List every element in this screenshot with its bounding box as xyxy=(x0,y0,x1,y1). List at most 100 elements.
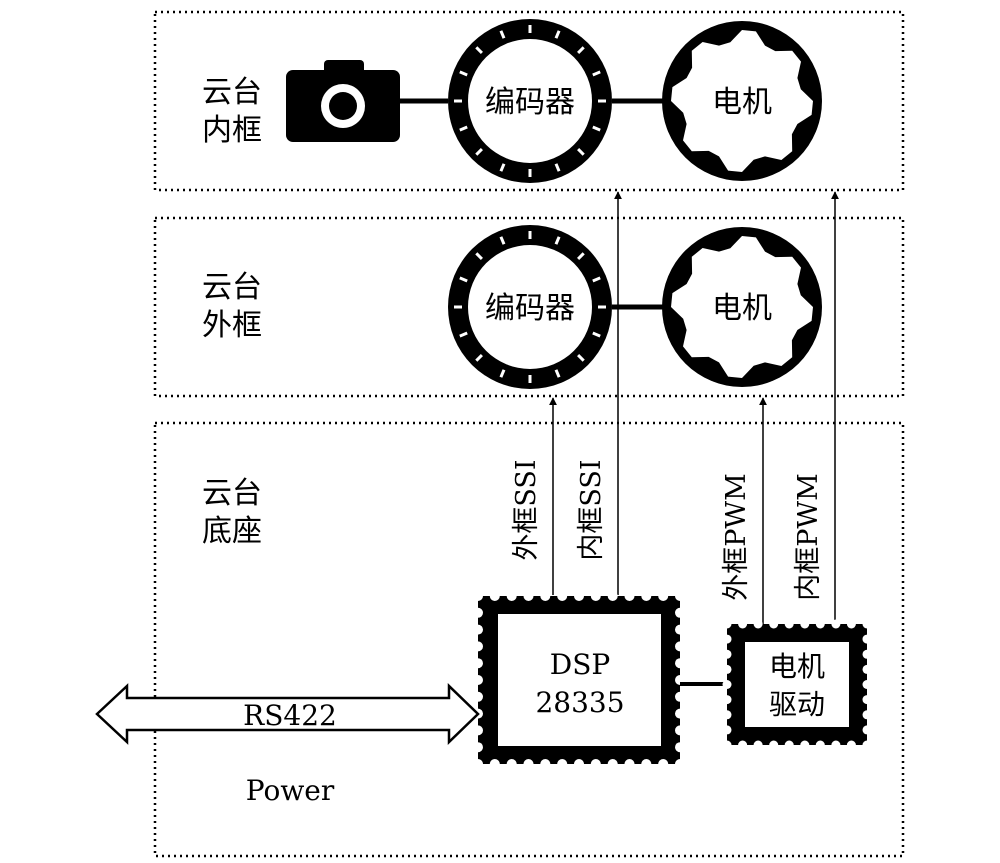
encoder-tick xyxy=(577,252,585,260)
chip-perforation xyxy=(540,759,551,769)
encoder-tick xyxy=(554,163,561,172)
outer-frame-label-line2: 外框 xyxy=(202,308,262,343)
inner-motor-label: 电机 xyxy=(712,85,772,120)
chip-perforation xyxy=(473,658,483,669)
chip-perforation xyxy=(862,695,872,705)
motor-driver-label-line2: 驱动 xyxy=(769,688,825,721)
chip-perforation xyxy=(473,759,483,769)
outer-ssi-label: 外框SSI xyxy=(511,459,542,560)
chip-perforation xyxy=(523,591,534,601)
inner-frame-label-line2: 内框 xyxy=(202,113,262,148)
camera-icon xyxy=(286,60,400,142)
chip-perforation xyxy=(574,759,584,769)
chip-perforation xyxy=(769,619,779,629)
chip-perforation xyxy=(473,641,483,652)
base-label-line1: 云台 xyxy=(202,476,262,511)
chip-perforation xyxy=(473,725,483,736)
encoder-tick xyxy=(554,369,561,378)
encoder-tick xyxy=(459,70,468,77)
chip-perforation xyxy=(523,759,534,769)
chip-perforation xyxy=(846,740,856,750)
chip-perforation xyxy=(473,591,483,601)
rs422-label: RS422 xyxy=(243,699,337,732)
chip-perforation xyxy=(473,607,483,618)
chip-perforation xyxy=(753,740,763,750)
encoder-tick xyxy=(499,369,506,378)
chip-perforation xyxy=(800,619,810,629)
chip-perforation xyxy=(675,691,685,702)
chip-perforation xyxy=(862,619,872,629)
chip-perforation xyxy=(769,740,779,750)
chip-perforation xyxy=(658,759,669,769)
chip-perforation xyxy=(862,725,872,735)
chip-perforation xyxy=(784,740,794,750)
chip-perforation xyxy=(590,591,601,601)
chip-perforation xyxy=(675,641,685,652)
chip-perforation xyxy=(722,710,732,720)
chip-perforation xyxy=(675,624,685,635)
encoder-tick xyxy=(499,30,506,39)
chip-perforation xyxy=(831,619,841,629)
chip-perforation xyxy=(815,740,825,750)
chip-perforation xyxy=(557,591,568,601)
dsp-chip xyxy=(473,591,685,769)
outer-motor-label: 电机 xyxy=(712,291,772,326)
motor-driver-chip xyxy=(722,619,872,750)
chip-perforation xyxy=(641,591,652,601)
encoder-tick xyxy=(475,148,483,156)
chip-perforation xyxy=(489,759,500,769)
outer-frame-box xyxy=(153,216,905,398)
encoder-tick xyxy=(459,331,468,338)
chip-perforation xyxy=(722,634,732,644)
encoder-tick xyxy=(499,163,506,172)
inner-frame-label-line1: 云台 xyxy=(202,75,262,110)
chip-perforation xyxy=(607,759,618,769)
chip-perforation xyxy=(540,591,551,601)
encoder-tick xyxy=(592,276,601,283)
chip-perforation xyxy=(675,607,685,618)
chip-perforation xyxy=(831,740,841,750)
outer-pwm-label: 外框PWM xyxy=(721,473,752,601)
chip-perforation xyxy=(800,740,810,750)
chip-perforation xyxy=(489,591,500,601)
chip-perforation xyxy=(675,658,685,669)
dsp-label-line1: DSP xyxy=(550,648,610,681)
motor-gear-icon xyxy=(662,21,822,181)
encoder-tick xyxy=(577,148,585,156)
outer-encoder-label: 编码器 xyxy=(485,291,575,326)
chip-perforation xyxy=(862,649,872,659)
chip-perforation xyxy=(506,591,517,601)
chip-perforation xyxy=(675,742,685,753)
encoder-tick xyxy=(459,125,468,132)
encoder-tick xyxy=(592,331,601,338)
chip-perforation xyxy=(675,759,685,769)
inner-pwm-label: 内框PWM xyxy=(793,473,824,601)
encoder-tick xyxy=(475,354,483,362)
chip-perforation xyxy=(557,759,568,769)
chip-perforation xyxy=(846,619,856,629)
chip-perforation xyxy=(722,680,732,689)
dsp-label-line2: 28335 xyxy=(535,686,624,719)
encoder-tick xyxy=(554,30,561,39)
base-label-line2: 底座 xyxy=(202,514,262,549)
encoder-tick xyxy=(475,46,483,54)
inner-ssi-label: 内框SSI xyxy=(576,459,607,560)
chip-perforation xyxy=(862,710,872,720)
encoder-tick xyxy=(554,236,561,245)
encoder-tick xyxy=(592,125,601,132)
chip-perforation xyxy=(607,591,618,601)
chip-perforation xyxy=(738,619,748,629)
chip-perforation xyxy=(862,664,872,674)
chip-perforation xyxy=(473,742,483,753)
base-box xyxy=(153,421,905,858)
chip-perforation xyxy=(722,619,732,629)
motor-driver-label-line1: 电机 xyxy=(769,650,825,683)
chip-perforation xyxy=(590,759,601,769)
chip-perforation xyxy=(862,680,872,689)
chip-perforation xyxy=(624,759,635,769)
chip-perforation xyxy=(722,649,732,659)
chip-perforation xyxy=(473,691,483,702)
encoder-tick xyxy=(475,252,483,260)
power-label: Power xyxy=(246,774,335,807)
encoder-tick xyxy=(459,276,468,283)
